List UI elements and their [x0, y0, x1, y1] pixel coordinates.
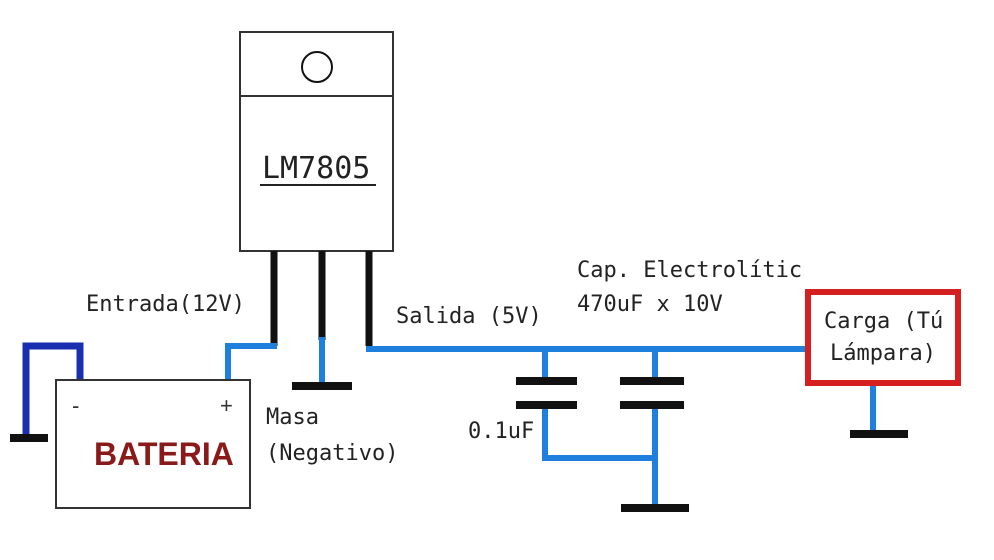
wires [225, 337, 876, 509]
battery-body [55, 379, 251, 509]
capacitor-small [516, 377, 577, 409]
battery: - + BATERIA [55, 379, 251, 509]
regulator-lm7805: LM7805 [239, 31, 394, 252]
load-label-line1: Carga (Tú [824, 309, 943, 334]
regulator-body [239, 95, 394, 252]
input-label: Entrada(12V) [86, 292, 245, 317]
battery-plus-terminal: + [220, 393, 233, 418]
ground-symbols [10, 382, 908, 512]
ground-label-line1: Masa [266, 405, 319, 430]
cap-small-label: 0.1uF [468, 419, 534, 444]
load-label-line2: Lámpara) [830, 341, 936, 366]
output-label: Salida (5V) [396, 304, 542, 329]
load-box [805, 289, 961, 386]
cap-electrolytic-label-line1: Cap. Electrolític [577, 258, 802, 283]
battery-minus-terminal: - [72, 393, 79, 418]
wire-input [225, 343, 277, 383]
battery-label: BATERIA [94, 436, 234, 472]
cap-electrolytic-label-line2: 470uF x 10V [577, 292, 723, 317]
ground-label-line2: (Negativo) [266, 441, 398, 466]
load: Carga (Tú Lámpara) [805, 289, 961, 386]
wire-battery-negative [22, 342, 84, 440]
mounting-hole-icon [301, 51, 333, 83]
capacitor-electrolytic [620, 377, 684, 409]
regulator-pins [270, 251, 373, 346]
wire-cap-small-bottom [542, 404, 658, 461]
regulator-label: LM7805 [262, 151, 370, 186]
